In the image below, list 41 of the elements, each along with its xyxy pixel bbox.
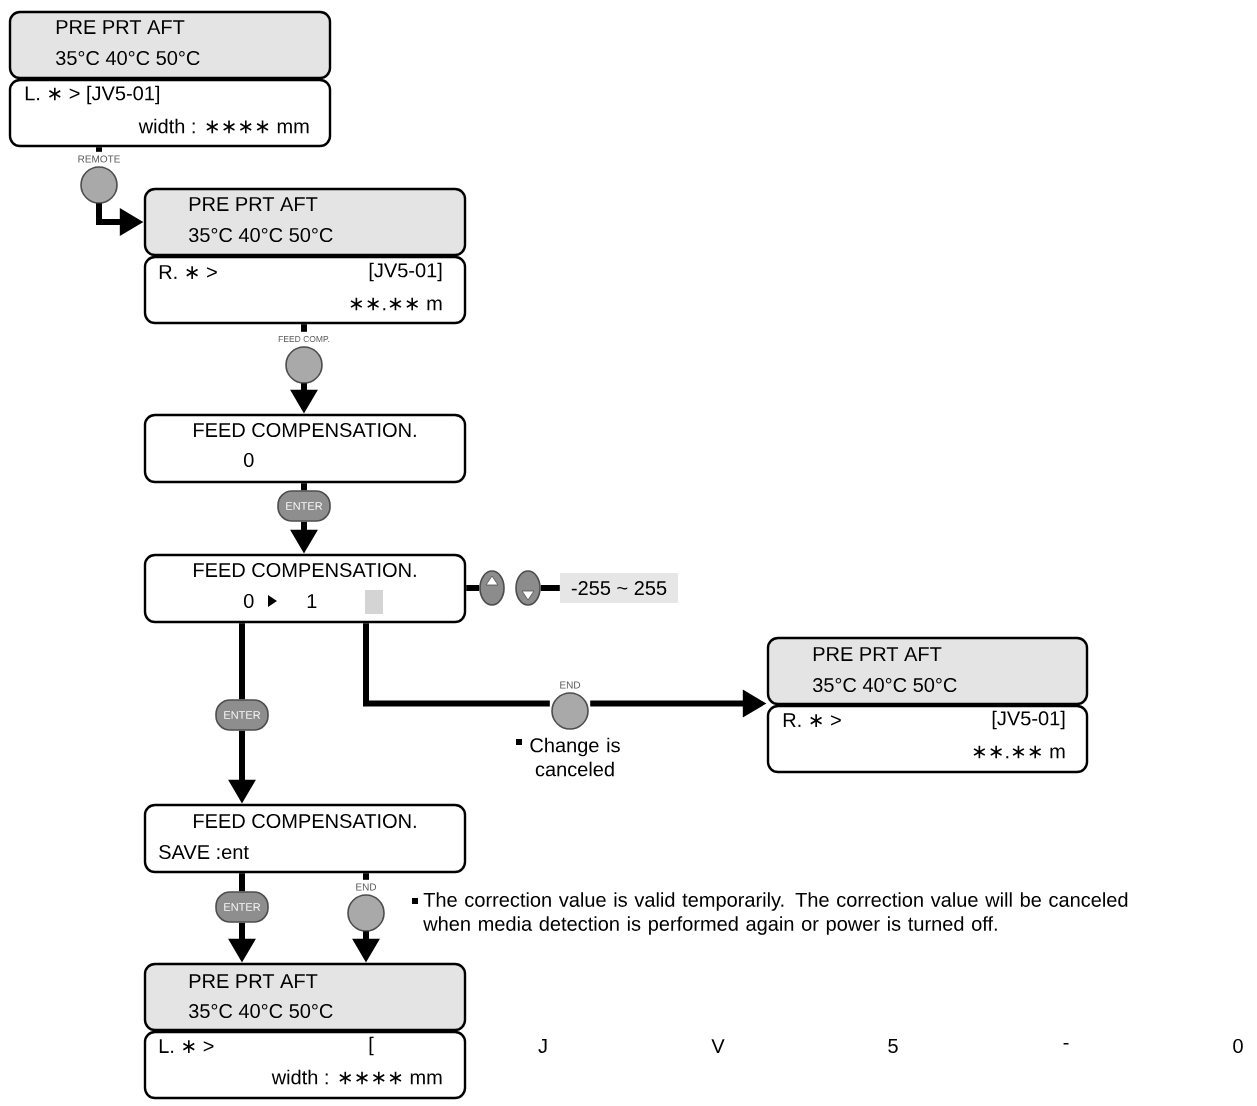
node-label: FEED COMP. <box>278 336 330 343</box>
range-box: -255 ~ 255 <box>560 573 678 603</box>
display-panel: L. ∗ > [ width : ∗∗∗∗ mm <box>143 1030 467 1100</box>
status-display: PRE PRT AFT 35°C 40°C 50°C <box>8 10 332 80</box>
enter-button: ENTER <box>215 699 269 731</box>
connector-line <box>363 623 550 707</box>
node-label: END <box>560 681 581 689</box>
display-character: J <box>538 1039 547 1053</box>
display-panel: R. ∗ > [JV5-01] ∗∗.∗∗ m <box>143 255 467 325</box>
display-panel: L. ∗ > [JV5-01] width : ∗∗∗∗ mm <box>8 78 332 148</box>
connector-line <box>239 873 245 892</box>
display-character: 5 <box>888 1039 898 1053</box>
connector-line <box>96 147 102 152</box>
display-panel: FEED COMPENSATION. 0 1 <box>143 553 467 624</box>
note-text: The correction value is valid temporarily. The correction value will be canceled when media detection is performed again or power is turned off. <box>423 892 1128 935</box>
display-panel: R. ∗ > [JV5-01] ∗∗.∗∗ m <box>766 704 1089 774</box>
enter-button: ENTER <box>215 891 269 923</box>
connector-line <box>540 585 560 591</box>
display-character: V <box>711 1039 725 1053</box>
display-character: - <box>1063 1043 1069 1045</box>
display-character: 0 <box>1233 1038 1243 1054</box>
round-button: END <box>551 681 589 730</box>
up-button <box>479 570 505 606</box>
connector-line <box>301 324 307 332</box>
round-button: END <box>347 883 385 932</box>
status-display: PRE PRT AFT 35°C 40°C 50°C <box>143 187 467 257</box>
round-button: REMOTE <box>78 155 120 204</box>
status-display: PRE PRT AFT 35°C 40°C 50°C <box>143 962 467 1032</box>
display-panel: FEED COMPENSATION. SAVE :ent <box>143 803 467 874</box>
round-button: FEED COMP. <box>278 336 330 384</box>
display-panel: FEED COMPENSATION. 0 <box>143 413 467 484</box>
connector-line <box>363 873 369 880</box>
note-text: Change is canceled <box>530 737 620 777</box>
status-display: PRE PRT AFT 35°C 40°C 50°C <box>766 636 1089 706</box>
enter-button: ENTER <box>277 490 331 522</box>
down-button <box>515 570 541 606</box>
connector-line <box>239 623 245 700</box>
node-label: REMOTE <box>78 155 120 163</box>
connector-line <box>301 483 307 491</box>
node-label: END <box>356 883 377 891</box>
connector-line <box>466 585 480 591</box>
